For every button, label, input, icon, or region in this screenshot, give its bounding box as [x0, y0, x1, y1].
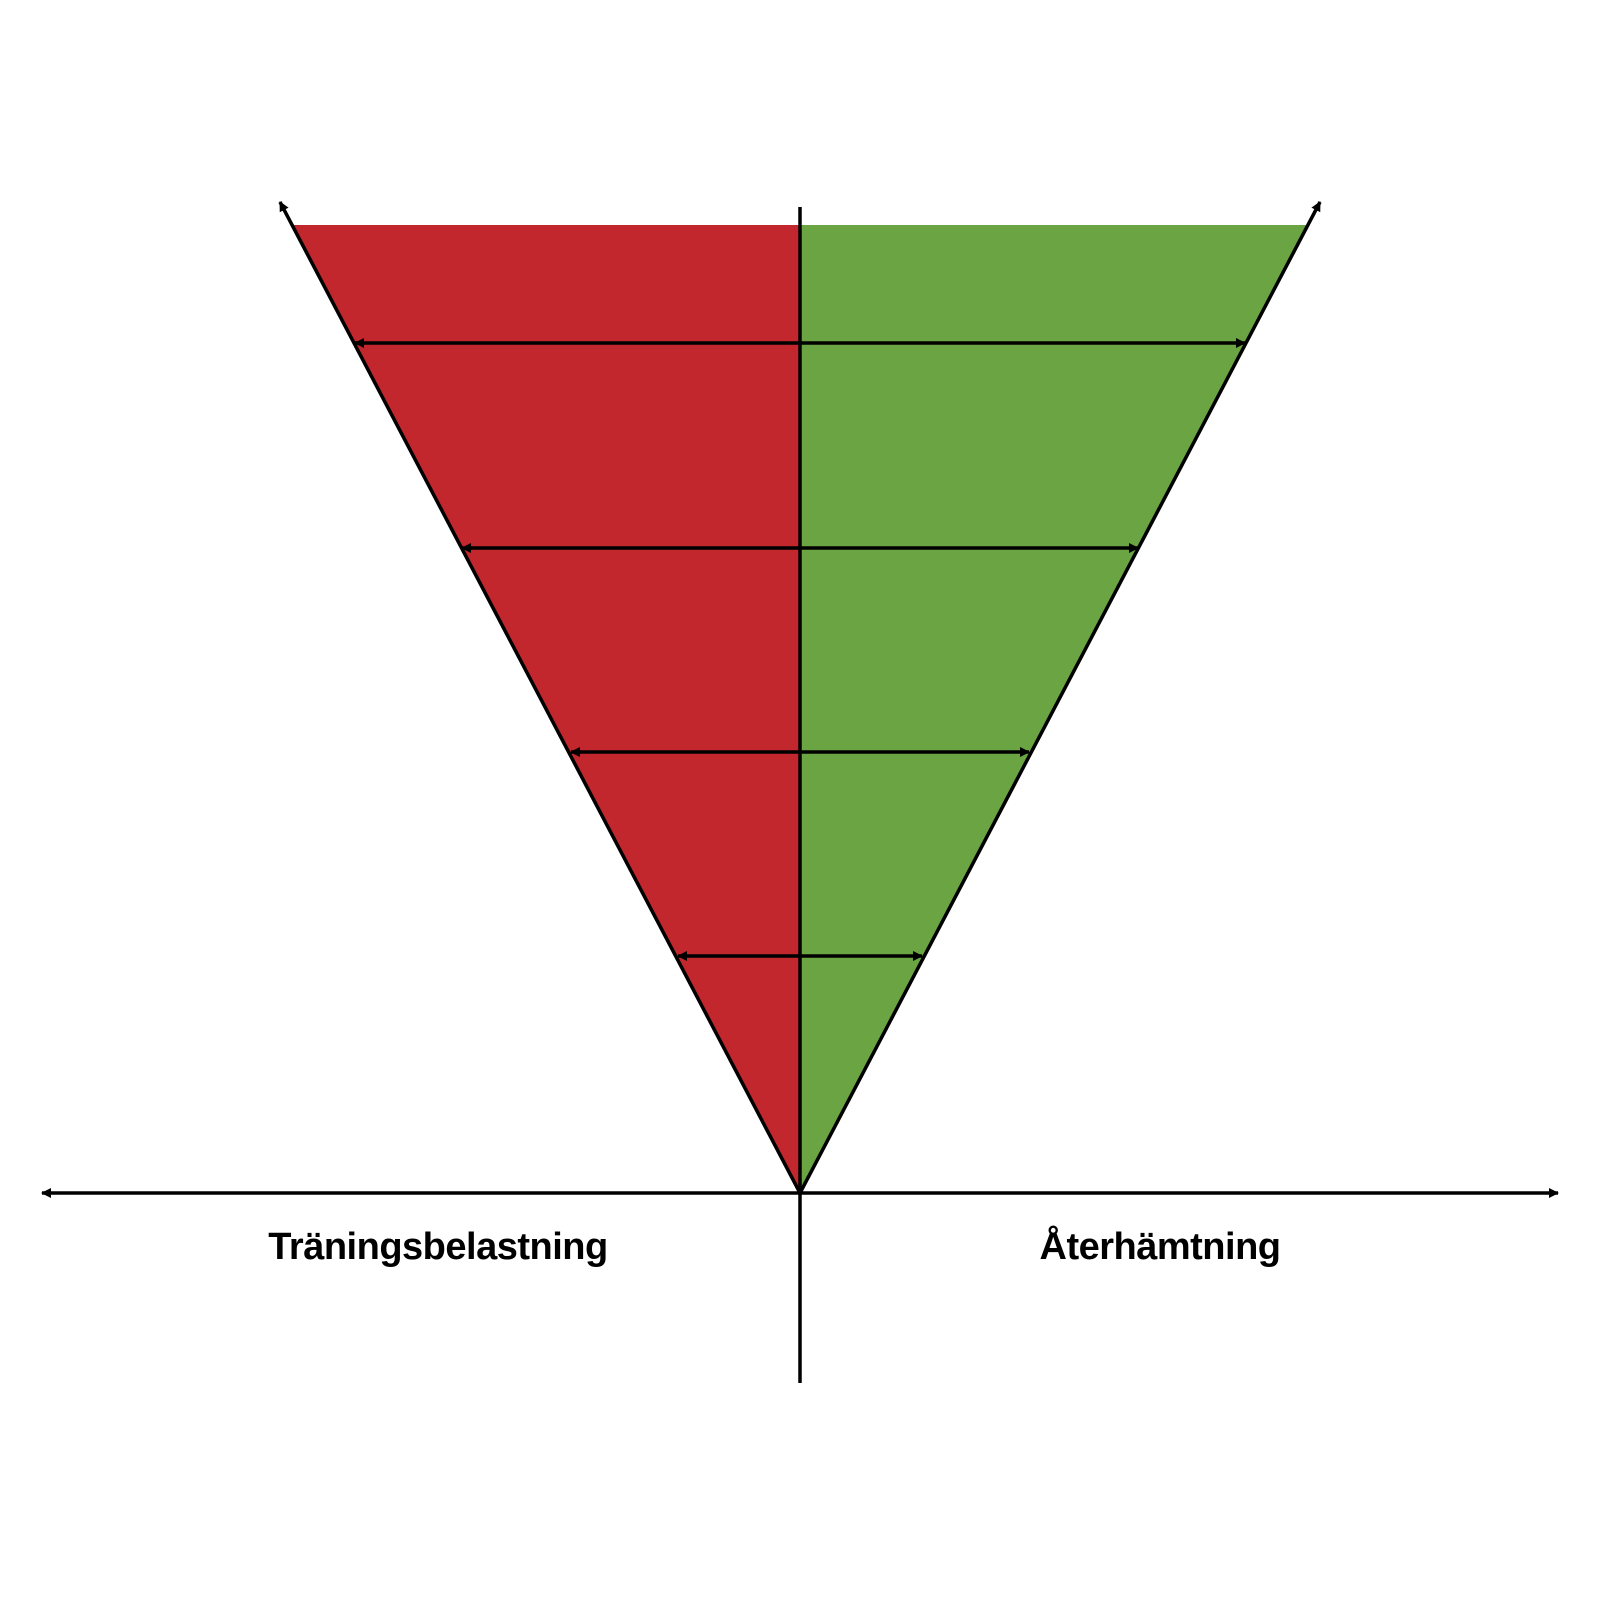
training-load-label: Träningsbelastning	[268, 1226, 607, 1268]
left-diagonal-arrow	[278, 201, 802, 1194]
recovery-label: Återhämtning	[1040, 1224, 1281, 1268]
right-diagonal-arrow	[798, 201, 1322, 1194]
